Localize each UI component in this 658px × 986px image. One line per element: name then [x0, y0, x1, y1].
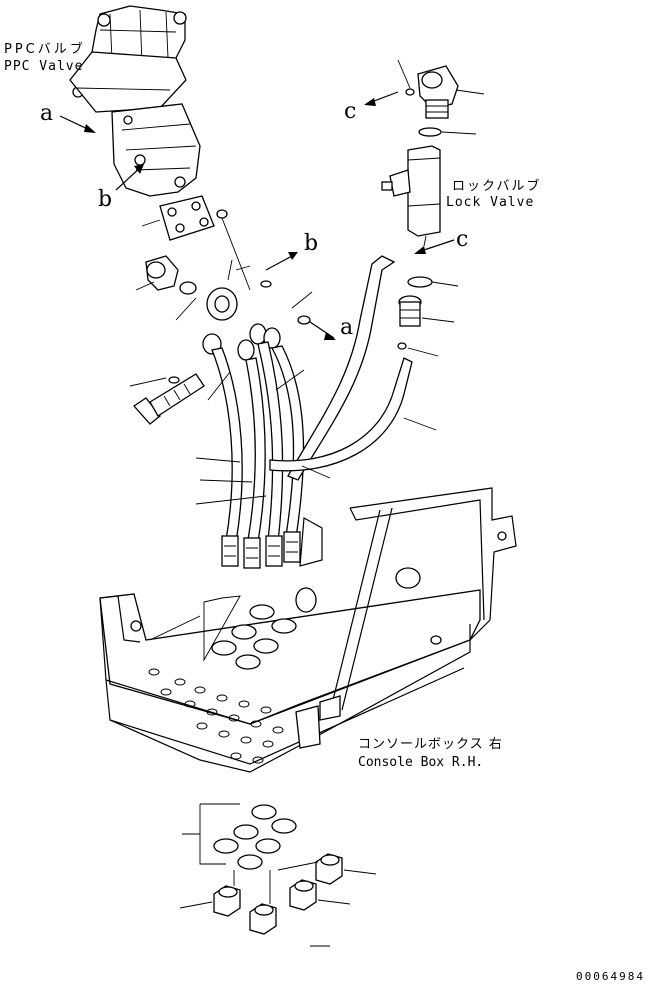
- ref-letter-a-right: a: [340, 315, 353, 340]
- lock-valve-jp-label: ロックバルブ: [452, 178, 541, 194]
- ref-letter-b-right: b: [304, 231, 318, 256]
- hose-bundle: [202, 255, 413, 569]
- lock-valve-en-label: Lock Valve: [446, 195, 534, 210]
- washer-group-bottom: [213, 804, 297, 870]
- nut-group: [213, 853, 343, 935]
- washer-group-top: [211, 604, 297, 670]
- ref-letter-c-bottom: c: [456, 227, 468, 252]
- adapter-fitting: [398, 295, 422, 327]
- ref-letter-a-left: a: [40, 101, 53, 126]
- elbow-fitting: [145, 255, 197, 295]
- console-box-jp-label: コンソールボックス 右: [358, 737, 503, 752]
- ref-letter-b-left: b: [98, 187, 112, 212]
- console-box-en-label: Console Box R.H.: [358, 755, 483, 770]
- bolt: [133, 373, 205, 425]
- ppc-valve: [69, 5, 201, 197]
- lock-valve-elbow: [417, 65, 459, 119]
- drawing-number: 00064984: [576, 970, 645, 983]
- lock-valve: [381, 145, 441, 237]
- gasket-plate: [159, 195, 215, 241]
- ref-letter-c-top: c: [344, 99, 356, 124]
- ppc-valve-en-label: PPC Valve: [4, 59, 83, 74]
- console-box: [99, 487, 517, 773]
- ppc-valve-jp-label: PPCバルブ: [4, 41, 86, 57]
